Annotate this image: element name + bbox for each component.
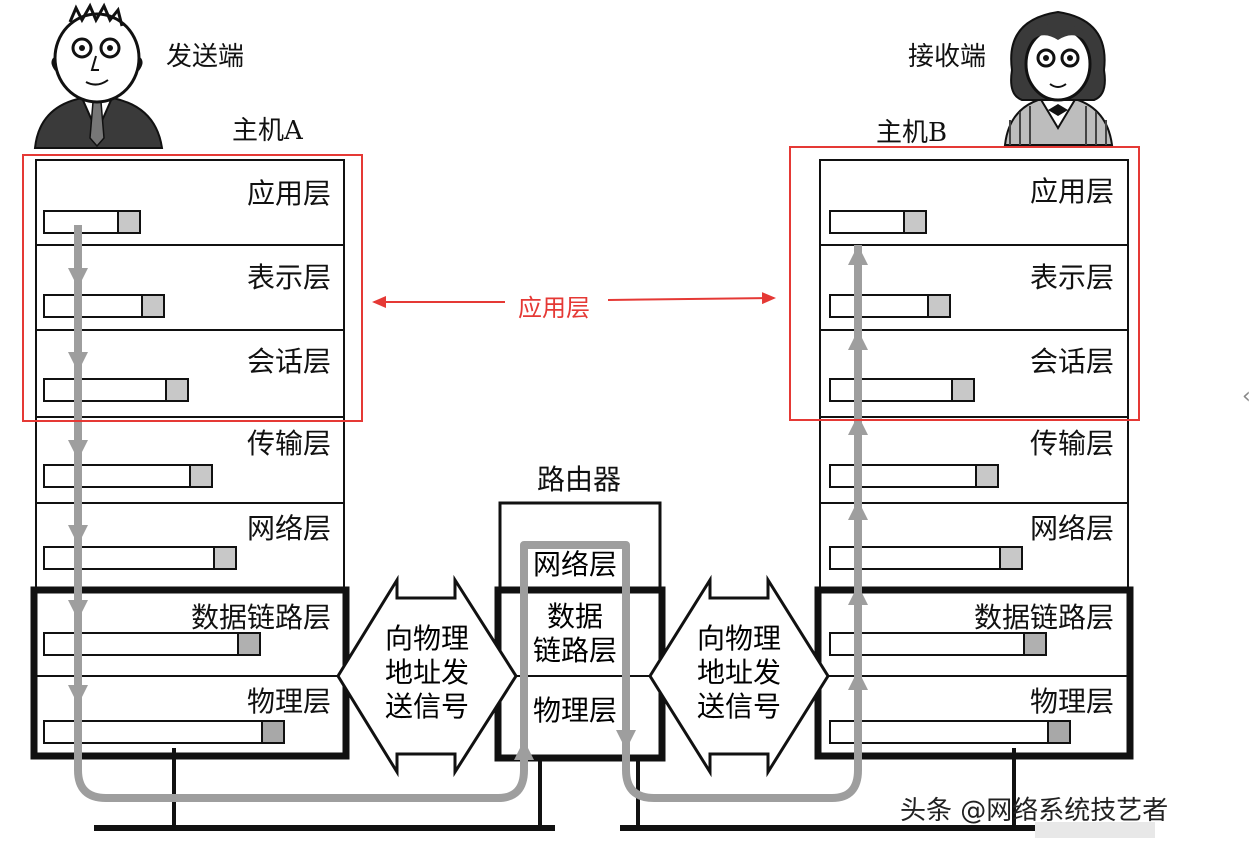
host-b-layer-transport: 传输层 [1029,427,1114,460]
host-b-packet-body [829,378,953,402]
host-a-layer-session: 会话层 [246,345,331,378]
router-layer-network: 网络层 [532,548,617,581]
host-b-label: 主机B [876,118,948,148]
edge-chevron-icon[interactable]: ‹ [1242,384,1251,409]
host-a-packet-header [189,464,213,488]
host-b-layer-application: 应用层 [1029,175,1114,208]
host-b-packet-header [951,378,975,402]
sender-person-icon [33,2,164,149]
host-a-packet-header [165,378,189,402]
host-a-layer-application: 应用层 [246,177,331,210]
host-a-packet-body [43,632,239,656]
host-a-layer-transport: 传输层 [246,427,331,460]
flow-arrowheads [68,245,868,760]
host-b-packet-body [829,464,977,488]
host-b-packet-header [927,294,951,318]
highlight-box-host-b [789,146,1140,421]
host-a-layer-network: 网络层 [246,512,331,545]
data-flow-path [74,225,862,802]
host-a-packet-body [43,378,167,402]
host-a-packet-header [237,632,261,656]
host-a-label: 主机A [232,116,303,146]
signal-text-left: 向物理 地址发 送信号 [384,622,469,723]
host-a-packet-body [43,464,191,488]
host-b-layer-presentation: 表示层 [1029,261,1114,294]
receiver-label: 接收端 [908,42,987,72]
host-a-packet-header [261,720,285,744]
host-b-layer-network: 网络层 [1029,512,1114,545]
router-title: 路由器 [537,463,622,496]
host-a-packet-body [43,546,215,570]
host-a-layer-physical: 物理层 [246,685,331,718]
red-arrow-right [607,292,776,305]
host-a-packets [43,210,285,744]
host-b-packet-body [829,294,929,318]
signal-arrow-left [336,574,518,778]
host-b-packet-header [903,210,927,234]
host-b-packet-header [1047,720,1071,744]
sender-label: 发送端 [166,42,245,72]
host-b-packet-header [975,464,999,488]
host-b-layer-datalink: 数据链路层 [973,601,1114,634]
receiver-person-icon [1003,10,1114,146]
host-b-layer-session: 会话层 [1029,345,1114,378]
watermark: 头条 @网络系统技艺者 [900,796,1169,826]
host-a-layer-presentation: 表示层 [246,261,331,294]
host-b-packet-body [829,210,905,234]
signal-arrow-right [648,574,830,778]
host-a-packet-header [213,546,237,570]
watermark-smudge [1035,822,1155,838]
signal-text-right: 向物理 地址发 送信号 [696,622,781,723]
highlight-box-host-a [22,154,363,422]
host-b-layer-physical: 物理层 [1029,685,1114,718]
router-layer-physical: 物理层 [532,694,617,727]
host-a-packet-body [43,294,143,318]
application-layer-annotation: 应用层 [518,294,590,322]
host-b-packet-header [1023,632,1047,656]
host-a-packet-header [141,294,165,318]
router-layer-datalink: 数据 链路层 [532,600,617,667]
host-b-packet-header [999,546,1023,570]
host-a-layer-datalink: 数据链路层 [190,601,331,634]
host-b-packet-body [829,720,1049,744]
host-a-packet-header [117,210,141,234]
